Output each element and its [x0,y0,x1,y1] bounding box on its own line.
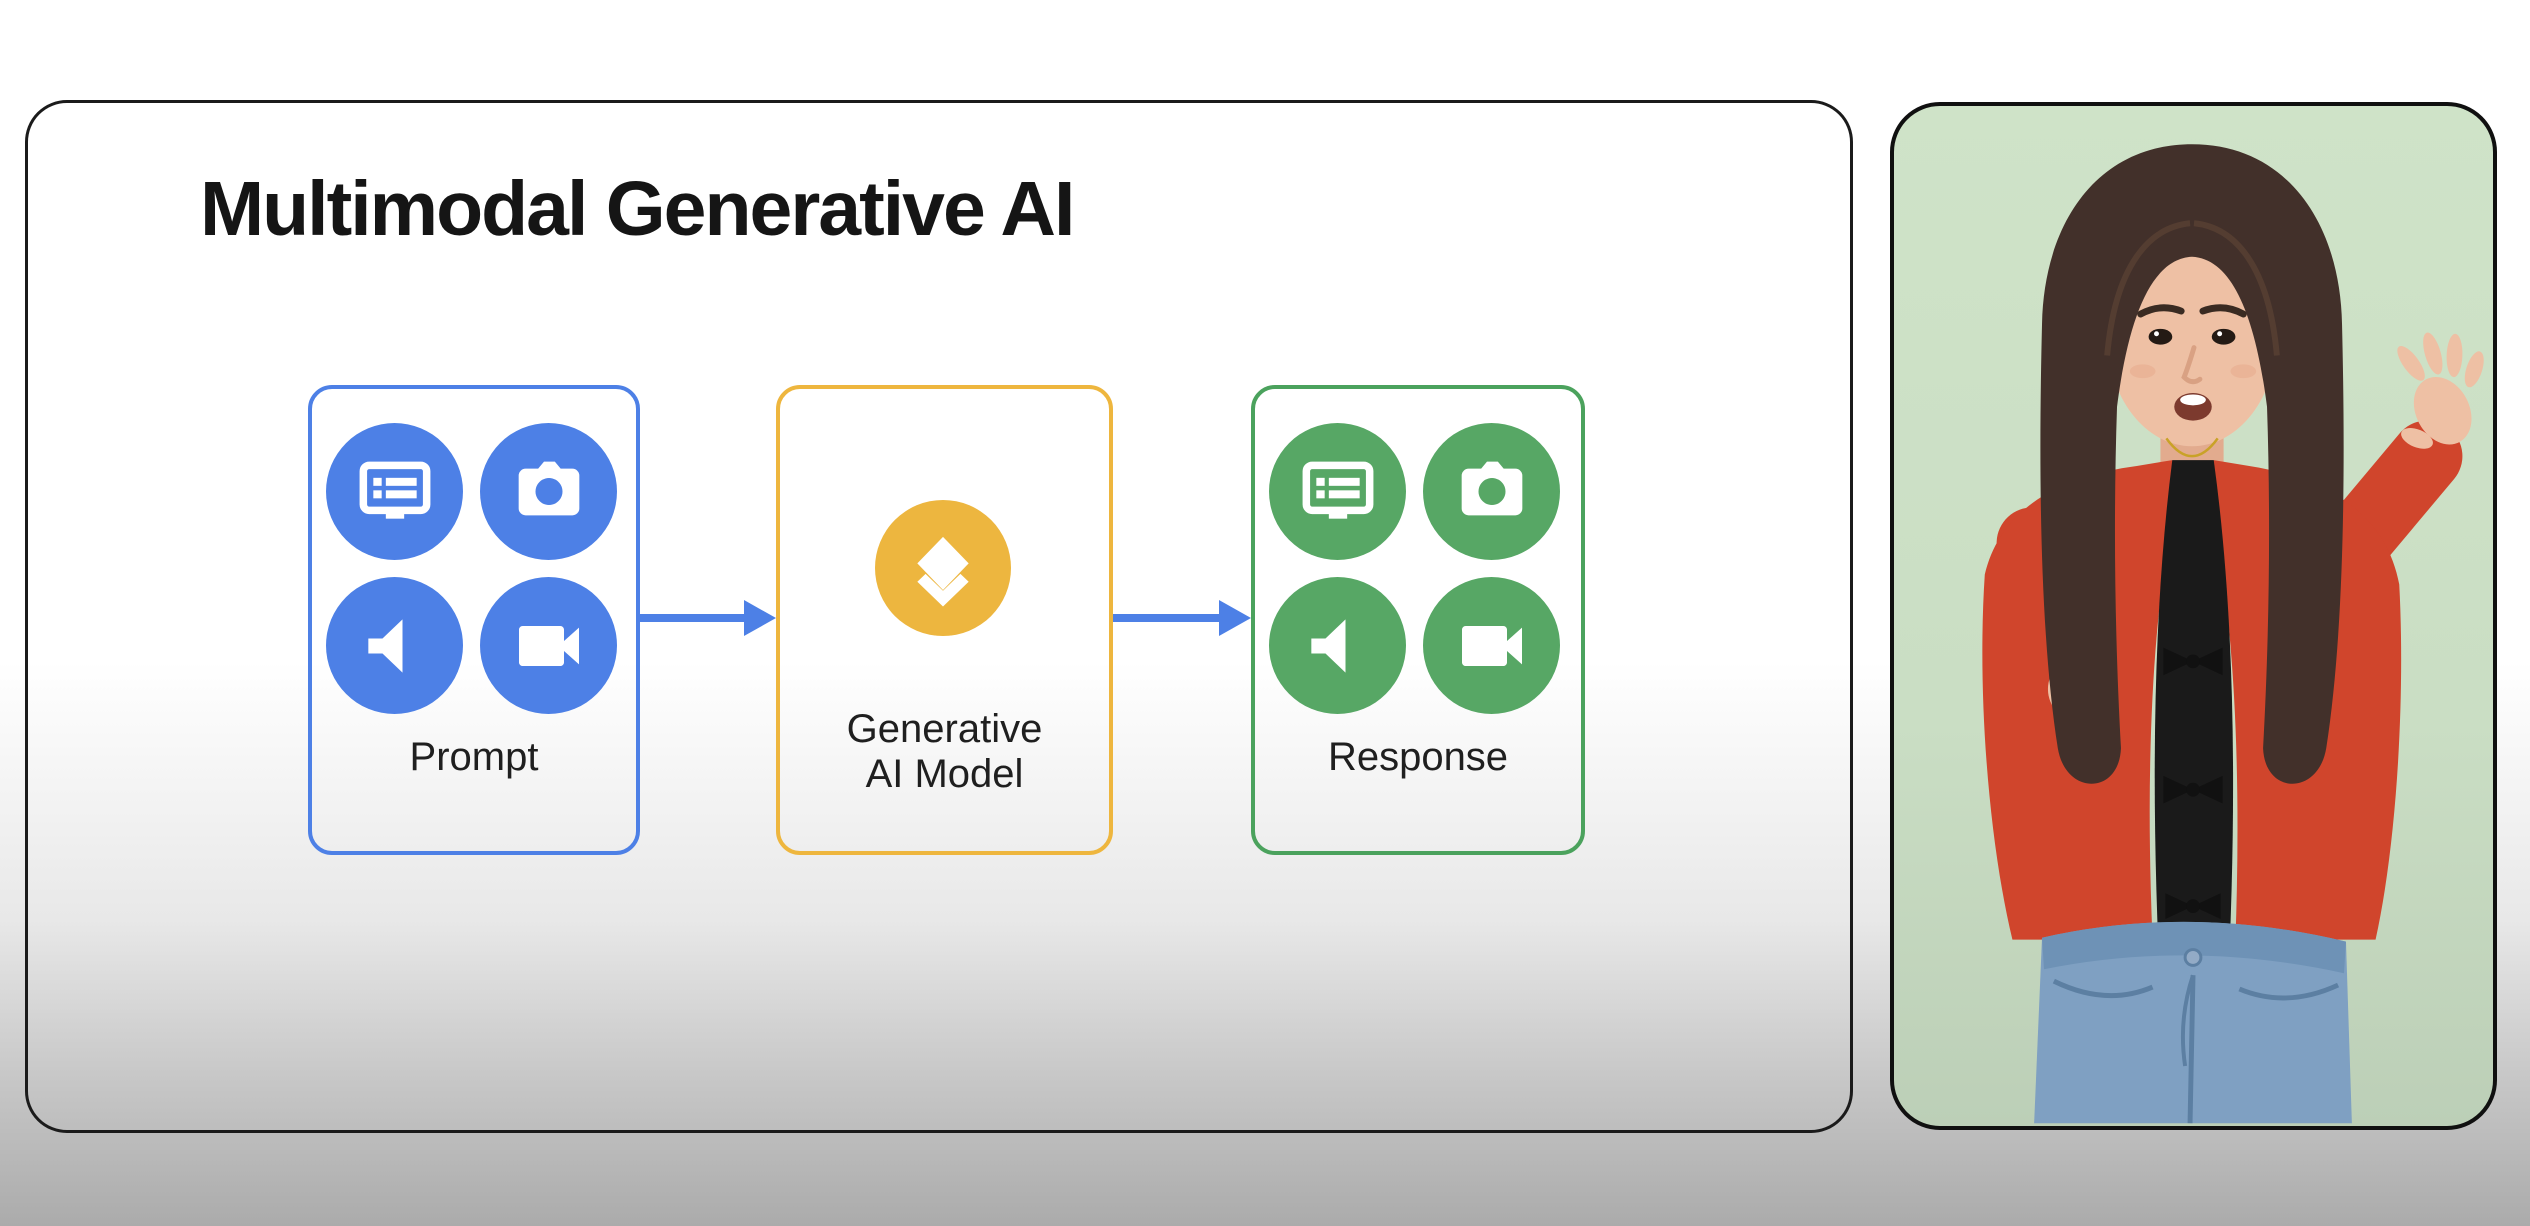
response-image-circle [1423,423,1560,560]
blush-left [2129,364,2156,379]
video-camera-icon [509,606,589,686]
prompt-text-circle [326,423,463,560]
model-label-line2: AI Model [865,752,1024,796]
arrow-model-to-response-icon [1113,600,1251,636]
cardigan-bows [2163,647,2223,919]
necklace [2165,437,2219,458]
presenter-video-panel [1890,102,2497,1130]
prompt-image-circle [480,423,617,560]
presenter-nose [2181,345,2203,385]
speaker-icon [1298,606,1378,686]
eye-highlight-left [2154,331,2159,337]
generative-ai-model-box: Generative AI Model [776,385,1113,855]
presenter-eyebrow-right [2199,304,2247,318]
model-label: Generative AI Model [780,707,1109,797]
blush-right [2230,364,2257,379]
response-box: Response [1251,385,1585,855]
presenter-eye-left [2148,328,2173,345]
response-text-circle [1269,423,1406,560]
eye-highlight-right [2217,331,2223,337]
camera-icon [509,452,589,532]
hair-highlight [2104,220,2280,356]
prompt-box: Prompt [308,385,640,855]
presenter-eyebrow-left [2137,304,2185,318]
presenter-illustration [1982,144,2484,1124]
model-circle [875,500,1011,636]
text-display-icon [1298,452,1378,532]
presenter-eye-right [2211,328,2236,345]
presenter-raised-hand [2397,332,2484,449]
video-camera-icon [1452,606,1532,686]
slide-title: Multimodal Generative AI [200,166,1075,252]
layers-icon [899,524,987,612]
slide-card: Multimodal Generative AI Prompt [25,100,1853,1133]
prompt-label: Prompt [409,735,539,779]
model-label-line1: Generative [846,707,1043,751]
prompt-video-circle [480,577,617,714]
arrow-prompt-to-model-icon [640,600,776,636]
response-label: Response [1327,735,1509,779]
prompt-audio-circle [326,577,463,714]
presenter-shirt [2154,460,2234,950]
camera-icon [1452,452,1532,532]
response-audio-circle [1269,577,1406,714]
text-display-icon [355,452,435,532]
presenter-jeans [2034,921,2352,1124]
presenter-teeth [2180,394,2206,406]
speaker-icon [355,606,435,686]
response-video-circle [1423,577,1560,714]
